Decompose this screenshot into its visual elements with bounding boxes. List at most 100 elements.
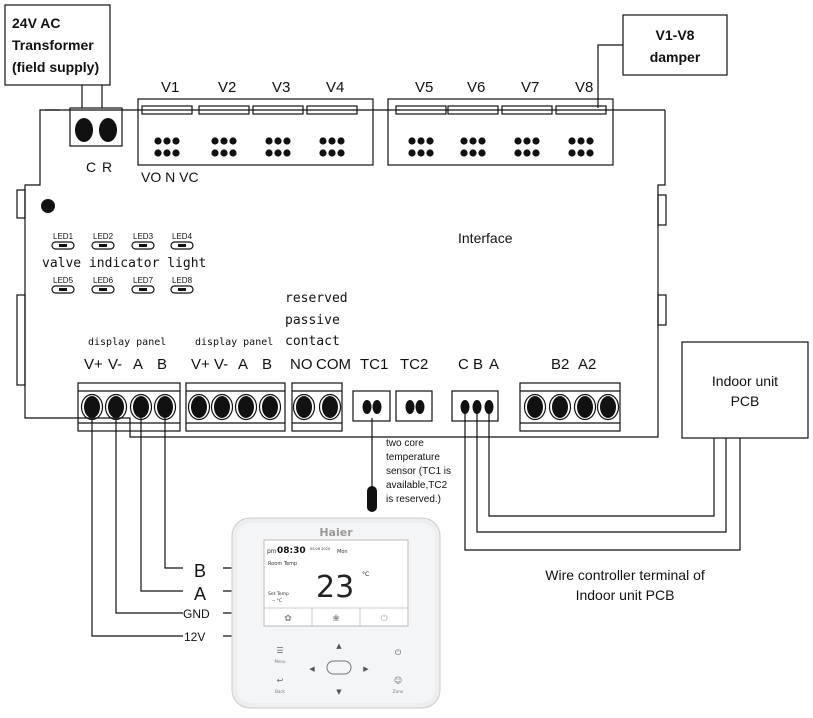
tc2-label: TC2 (400, 356, 428, 373)
sensor-note-5: is reserved.) (386, 494, 441, 505)
valve-pin (229, 149, 237, 157)
dp2-pin-label: A (238, 356, 248, 373)
fan-icon[interactable]: ❀ (332, 614, 340, 624)
b2-label: B2 (551, 356, 569, 373)
valve-pin (426, 137, 434, 145)
left-arrow-icon[interactable]: ◀ (309, 665, 315, 673)
ampm: pm (267, 548, 277, 555)
terminal-screw (552, 396, 568, 418)
power-button-icon[interactable]: ⏻ (395, 648, 402, 657)
no-label: NO (290, 356, 313, 373)
display-panel-1-terminal (77, 382, 181, 432)
transformer-line1: 24V AC (12, 15, 61, 31)
valve-pin (163, 149, 171, 157)
led-label-4: LED4 (172, 232, 193, 241)
valve-connector-v4 (306, 105, 358, 115)
led-1-icon (51, 241, 75, 250)
reserved-line2: passive (285, 313, 340, 328)
wire-label-12v: 12V (184, 630, 205, 644)
back-icon[interactable]: ↩ (277, 676, 284, 685)
led-4-icon (170, 241, 194, 250)
mounting-hole-icon (41, 199, 55, 213)
valve-pin (408, 137, 416, 145)
board-notch (16, 189, 26, 219)
led-label-2: LED2 (93, 232, 114, 241)
led-die (139, 288, 147, 291)
valve-pin (172, 137, 180, 145)
valve-connector-v1 (141, 105, 193, 115)
cba-pin-label: B (473, 356, 483, 373)
damper-box: V1-V8 damper (622, 14, 728, 76)
led-die (139, 244, 147, 247)
set-temp-label: Set Temp (268, 591, 289, 597)
terminal-screw (527, 396, 543, 418)
set-temp: -- °C (272, 598, 282, 604)
cba-terminal (451, 390, 499, 422)
a2-label: A2 (578, 356, 596, 373)
led-6-icon (91, 285, 115, 294)
led-die (59, 244, 67, 247)
valve-label-v1: V1 (161, 79, 179, 96)
valve-pin (172, 149, 180, 157)
led-label-6: LED6 (93, 276, 114, 285)
valve-pin (478, 149, 486, 157)
led-label-5: LED5 (53, 276, 74, 285)
up-arrow-icon[interactable]: ▲ (336, 642, 342, 650)
valve-pin (577, 137, 585, 145)
wire-a-pcb (488, 412, 715, 517)
valve-pin (586, 137, 594, 145)
tc1-label: TC1 (360, 356, 388, 373)
valve-pin (274, 137, 282, 145)
led-8-icon (170, 285, 194, 294)
terminal-screw (600, 396, 616, 418)
back-label: Back (275, 689, 285, 694)
valve-pin (417, 137, 425, 145)
ok-button[interactable] (326, 660, 352, 675)
menu-icon[interactable]: ☰ (276, 646, 283, 655)
valve-pin (568, 149, 576, 157)
terminal-screw (108, 396, 124, 418)
valve-label-v3: V3 (272, 79, 290, 96)
valve-label-v6: V6 (467, 79, 485, 96)
valve-pin (469, 149, 477, 157)
tc1-terminal (352, 390, 391, 422)
terminal-screw (133, 396, 149, 418)
terminal-pin (460, 400, 470, 414)
valve-pin (337, 137, 345, 145)
valve-pin (586, 149, 594, 157)
valve-label-v2: V2 (218, 79, 236, 96)
valve-pin (426, 149, 434, 157)
zone-icon[interactable]: ☺ (394, 676, 402, 685)
led-die (59, 288, 67, 291)
right-arrow-icon[interactable]: ▶ (363, 665, 369, 673)
mode-icon[interactable]: ✿ (284, 614, 292, 624)
valve-pin (523, 149, 531, 157)
valve-pin (337, 149, 345, 157)
valve-pin (532, 149, 540, 157)
dp1-pin-label: V- (108, 356, 122, 373)
wire-damper (597, 44, 623, 108)
transformer-box: 24V AC Transformer (field supply) (4, 4, 111, 86)
down-arrow-icon[interactable]: ▼ (336, 688, 342, 696)
tc2-terminal (395, 390, 433, 422)
display-panel-2-terminal (185, 382, 286, 432)
valve-pin (283, 149, 291, 157)
day: Mon (337, 549, 348, 555)
power-icon[interactable]: ⏻ (380, 613, 387, 624)
terminal-screw (238, 396, 254, 418)
valve-label-v5: V5 (415, 79, 433, 96)
led-die (178, 288, 186, 291)
led-label-7: LED7 (133, 276, 154, 285)
terminal-pin (405, 400, 415, 414)
display-panel-2-title: display panel (195, 337, 273, 348)
valve-pin (328, 137, 336, 145)
terminal-screw (214, 396, 230, 418)
valve-pin (577, 149, 585, 157)
caption-line2: Indoor unit PCB (576, 587, 675, 603)
dp1-pin-label: V+ (84, 356, 103, 373)
valve-pin (265, 149, 273, 157)
reserved-line3: contact (285, 334, 340, 349)
valve-block-right (387, 98, 614, 166)
b2a2-terminal (519, 382, 621, 432)
